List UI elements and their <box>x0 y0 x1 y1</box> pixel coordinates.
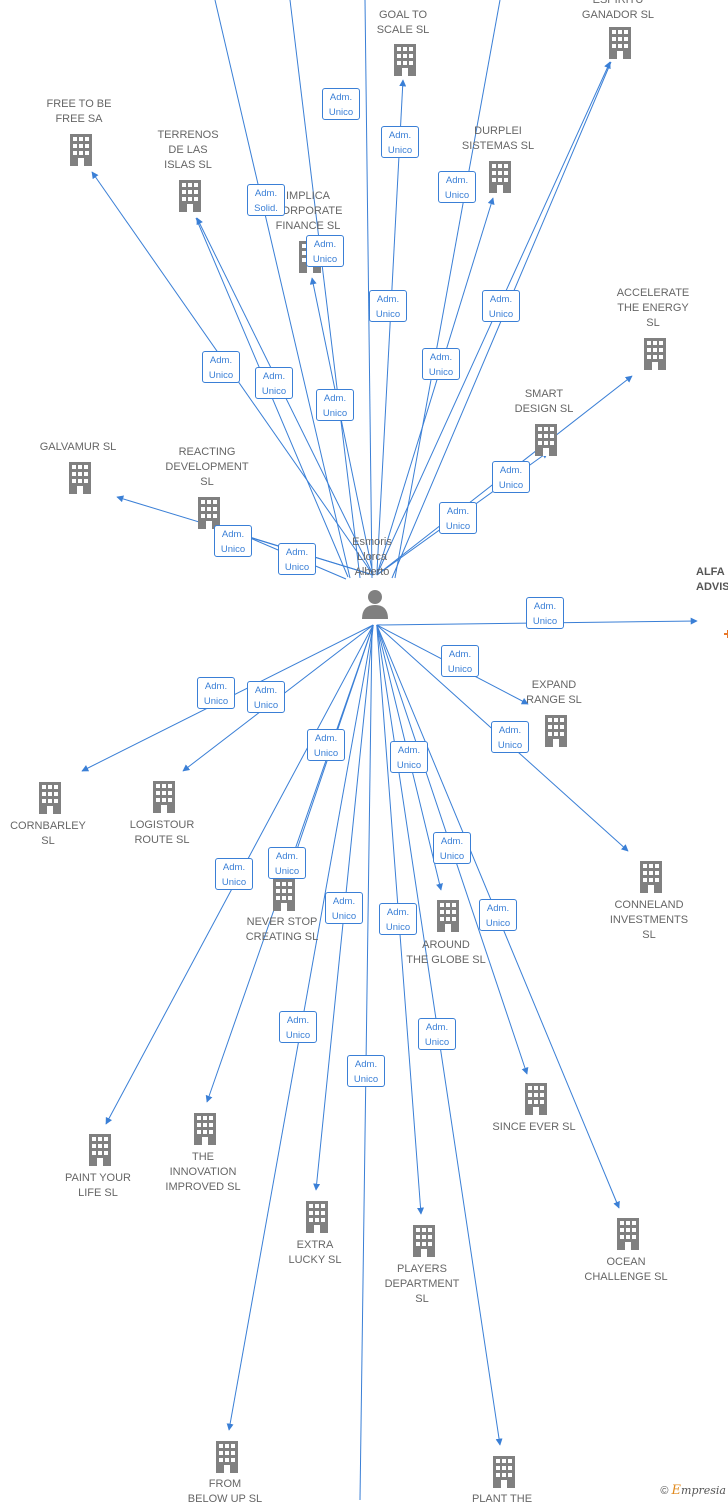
role-badge-cornbarley[interactable]: Adm. Unico <box>197 677 235 709</box>
edge-offscreen <box>364 0 373 579</box>
building-icon[interactable] <box>306 1201 328 1233</box>
center-person-label[interactable]: Esmoris Llorca Alberto <box>352 536 392 578</box>
role-badge-around-the-globe[interactable]: Adm. Unico <box>433 832 471 864</box>
building-icon[interactable] <box>70 134 92 166</box>
role-badge-implica-corporate-finance[interactable]: Adm. Unico <box>306 235 344 267</box>
company-label-durplei-sistemas[interactable]: DURPLEI SISTEMAS SL <box>461 125 535 152</box>
company-label-from-below-up[interactable]: FROM BELOW UP SL <box>187 1478 263 1505</box>
building-icon[interactable] <box>69 462 91 494</box>
edge-offscreen <box>289 0 361 579</box>
role-badge-durplei-sistemas[interactable]: Adm. Unico <box>422 348 460 380</box>
company-label-goal-to-scale[interactable]: GOAL TO SCALE SL <box>376 9 430 36</box>
company-label-alfa-advisory[interactable]: ALFA ADVIS <box>696 566 728 593</box>
building-icon[interactable] <box>640 861 662 893</box>
role-badge-from-below-up[interactable]: Adm. Unico <box>347 1055 385 1087</box>
building-icon[interactable] <box>273 879 295 911</box>
company-label-cornbarley[interactable]: CORNBARLEY SL <box>10 820 86 847</box>
company-label-espiritu-ganador[interactable]: ESPIRITU GANADOR SL <box>581 0 655 21</box>
company-label-around-the-globe[interactable]: AROUND THE GLOBE SL <box>406 939 486 966</box>
edge-durplei-sistemas <box>376 197 495 576</box>
brand-logo-text: mpresia <box>681 1484 726 1497</box>
building-icon[interactable] <box>179 180 201 212</box>
building-icon[interactable] <box>493 1456 515 1488</box>
company-label-logistour-route[interactable]: LOGISTOUR ROUTE SL <box>129 819 195 846</box>
company-label-since-ever[interactable]: SINCE EVER SL <box>492 1121 576 1133</box>
copyright-symbol: © <box>660 1485 669 1497</box>
company-label-conneland-investments[interactable]: CONNELAND INVESTMENTS SL <box>609 899 689 941</box>
footer: © Empresia <box>660 1483 726 1498</box>
role-badge-goal-to-scale[interactable]: Adm. Unico <box>369 290 407 322</box>
company-label-the-innovation-improved[interactable]: THE INNOVATION IMPROVED SL <box>165 1151 241 1193</box>
role-badge-conneland-investments[interactable]: Adm. Unico <box>491 721 529 753</box>
role-badge-logistour-route[interactable]: Adm. Unico <box>247 681 285 713</box>
building-icon[interactable] <box>489 161 511 193</box>
edge-implica-corporate-finance <box>309 277 374 576</box>
highlight-marker <box>724 630 728 638</box>
company-label-reacting-development[interactable]: REACTING DEVELOPMENT SL <box>165 446 249 488</box>
company-label-accelerate-the-energy[interactable]: ACCELERATE THE ENERGY SL <box>616 287 690 329</box>
role-badge-the-innovation-improved[interactable]: Adm. Unico <box>325 892 363 924</box>
role-badge-around-the-globe[interactable]: Adm. Unico <box>390 741 428 773</box>
person-icon[interactable] <box>362 590 388 619</box>
role-badge-goal-to-scale[interactable]: Adm. Unico <box>322 88 360 120</box>
building-icon[interactable] <box>545 715 567 747</box>
role-badge-galvamur[interactable]: Adm. Unico <box>214 525 252 557</box>
building-icon[interactable] <box>525 1083 547 1115</box>
role-badge-smart-design[interactable]: Adm. Unico <box>439 502 477 534</box>
company-label-smart-design[interactable]: SMART DESIGN SL <box>514 388 574 415</box>
role-badge-implica-corporate-finance[interactable]: Adm. Unico <box>316 389 354 421</box>
building-icon[interactable] <box>609 27 631 59</box>
building-icon[interactable] <box>89 1134 111 1166</box>
role-badge-since-ever[interactable]: Adm. Unico <box>479 899 517 931</box>
building-icon[interactable] <box>39 782 61 814</box>
building-icon[interactable] <box>394 44 416 76</box>
role-badge-durplei-sistemas[interactable]: Adm. Unico <box>438 171 476 203</box>
building-icon[interactable] <box>413 1225 435 1257</box>
role-badge-never-stop-creating[interactable]: Adm. Unico <box>268 847 306 879</box>
edge-goal-to-scale <box>376 79 407 576</box>
role-badge-never-stop-creating[interactable]: Adm. Unico <box>307 729 345 761</box>
role-badge-free-to-be-free[interactable]: Adm. Unico <box>202 351 240 383</box>
building-icon[interactable] <box>194 1113 216 1145</box>
company-label-ocean-challenge[interactable]: OCEAN CHALLENGE SL <box>584 1256 668 1283</box>
role-badge-paint-your-life[interactable]: Adm. Unico <box>215 858 253 890</box>
company-label-players-department[interactable]: PLAYERS DEPARTMENT SL <box>384 1263 460 1305</box>
building-icon[interactable] <box>617 1218 639 1250</box>
role-badge-accelerate-the-energy[interactable]: Adm. Unico <box>492 461 530 493</box>
building-icon[interactable] <box>216 1441 238 1473</box>
role-badge-espiritu-ganador[interactable]: Adm. Unico <box>482 290 520 322</box>
role-badge-alfa-advisory[interactable]: Adm. Unico <box>526 597 564 629</box>
role-badge-expand-range[interactable]: Adm. Unico <box>441 645 479 677</box>
company-label-free-to-be-free[interactable]: FREE TO BE FREE SA <box>46 98 112 125</box>
nodes <box>39 27 728 1488</box>
company-label-never-stop-creating[interactable]: NEVER STOP CREATING SL <box>245 916 319 943</box>
company-label-expand-range[interactable]: EXPAND RANGE SL <box>526 679 582 706</box>
role-badge-goal-to-scale[interactable]: Adm. Unico <box>381 126 419 158</box>
role-badge-reacting-development[interactable]: Adm. Unico <box>278 543 316 575</box>
building-icon[interactable] <box>644 338 666 370</box>
company-label-paint-your-life[interactable]: PAINT YOUR LIFE SL <box>64 1172 132 1199</box>
building-icon[interactable] <box>437 900 459 932</box>
company-label-terrenos-de-las-islas[interactable]: TERRENOS DE LAS ISLAS SL <box>157 129 219 171</box>
role-badge-extra-lucky[interactable]: Adm. Unico <box>379 903 417 935</box>
edge-offscreen <box>214 0 351 579</box>
role-badge-terrenos-de-las-islas[interactable]: Adm. Unico <box>255 367 293 399</box>
brand-logo-e: E <box>671 1483 682 1498</box>
building-icon[interactable] <box>535 424 557 456</box>
role-badge-solid-implica-corporate-finance[interactable]: Adm. Solid. <box>247 184 285 216</box>
company-label-galvamur[interactable]: GALVAMUR SL <box>39 441 117 453</box>
company-label-implica-corporate-finance[interactable]: IMPLICA CORPORATE FINANCE SL <box>273 190 343 232</box>
company-label-extra-lucky[interactable]: EXTRA LUCKY SL <box>288 1239 342 1266</box>
role-badge-ocean-challenge[interactable]: Adm. Unico <box>418 1018 456 1050</box>
role-badge-players-department[interactable]: Adm. Unico <box>279 1011 317 1043</box>
edge-offscreen <box>394 0 501 579</box>
building-icon[interactable] <box>153 781 175 813</box>
